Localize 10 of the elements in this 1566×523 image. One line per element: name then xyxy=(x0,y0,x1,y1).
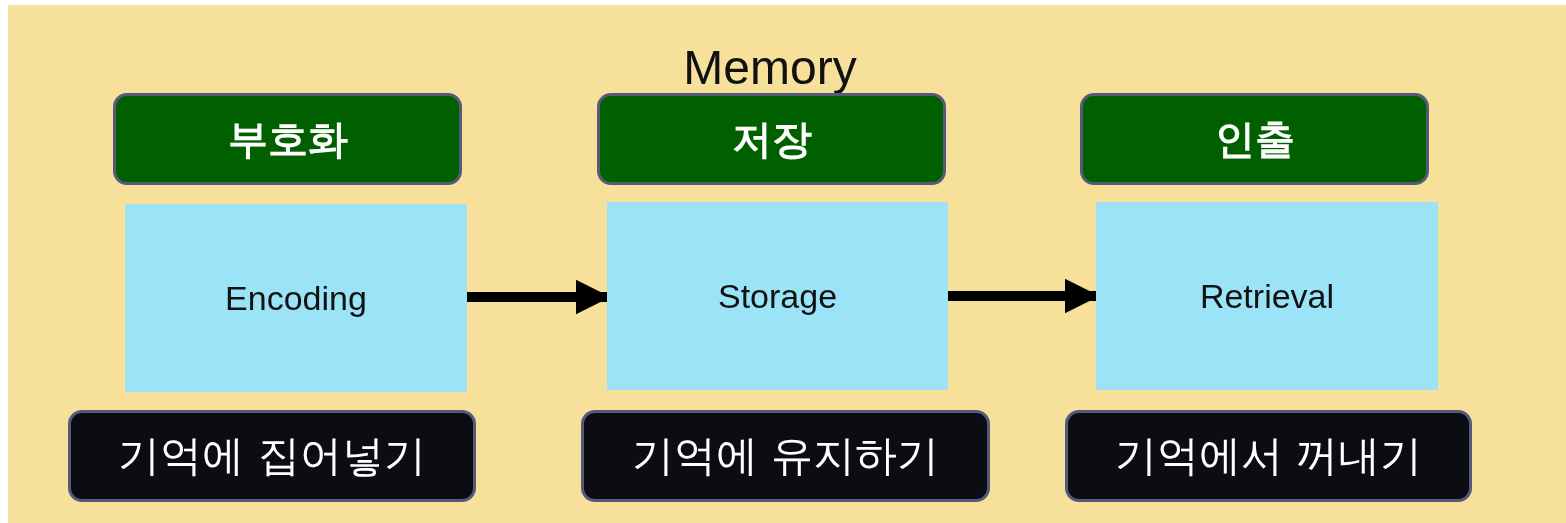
description-box: 기억에서 꺼내기 xyxy=(1065,410,1472,502)
stage-header: 인출 xyxy=(1080,93,1429,185)
description-box: 기억에 유지하기 xyxy=(581,410,990,502)
diagram-title: Memory xyxy=(682,40,858,96)
process-box: Storage xyxy=(607,202,948,390)
process-box: Encoding xyxy=(125,204,467,392)
process-box: Retrieval xyxy=(1096,202,1438,390)
stage-header: 저장 xyxy=(597,93,946,185)
description-box: 기억에 집어넣기 xyxy=(68,410,476,502)
stage-header: 부호화 xyxy=(113,93,462,185)
